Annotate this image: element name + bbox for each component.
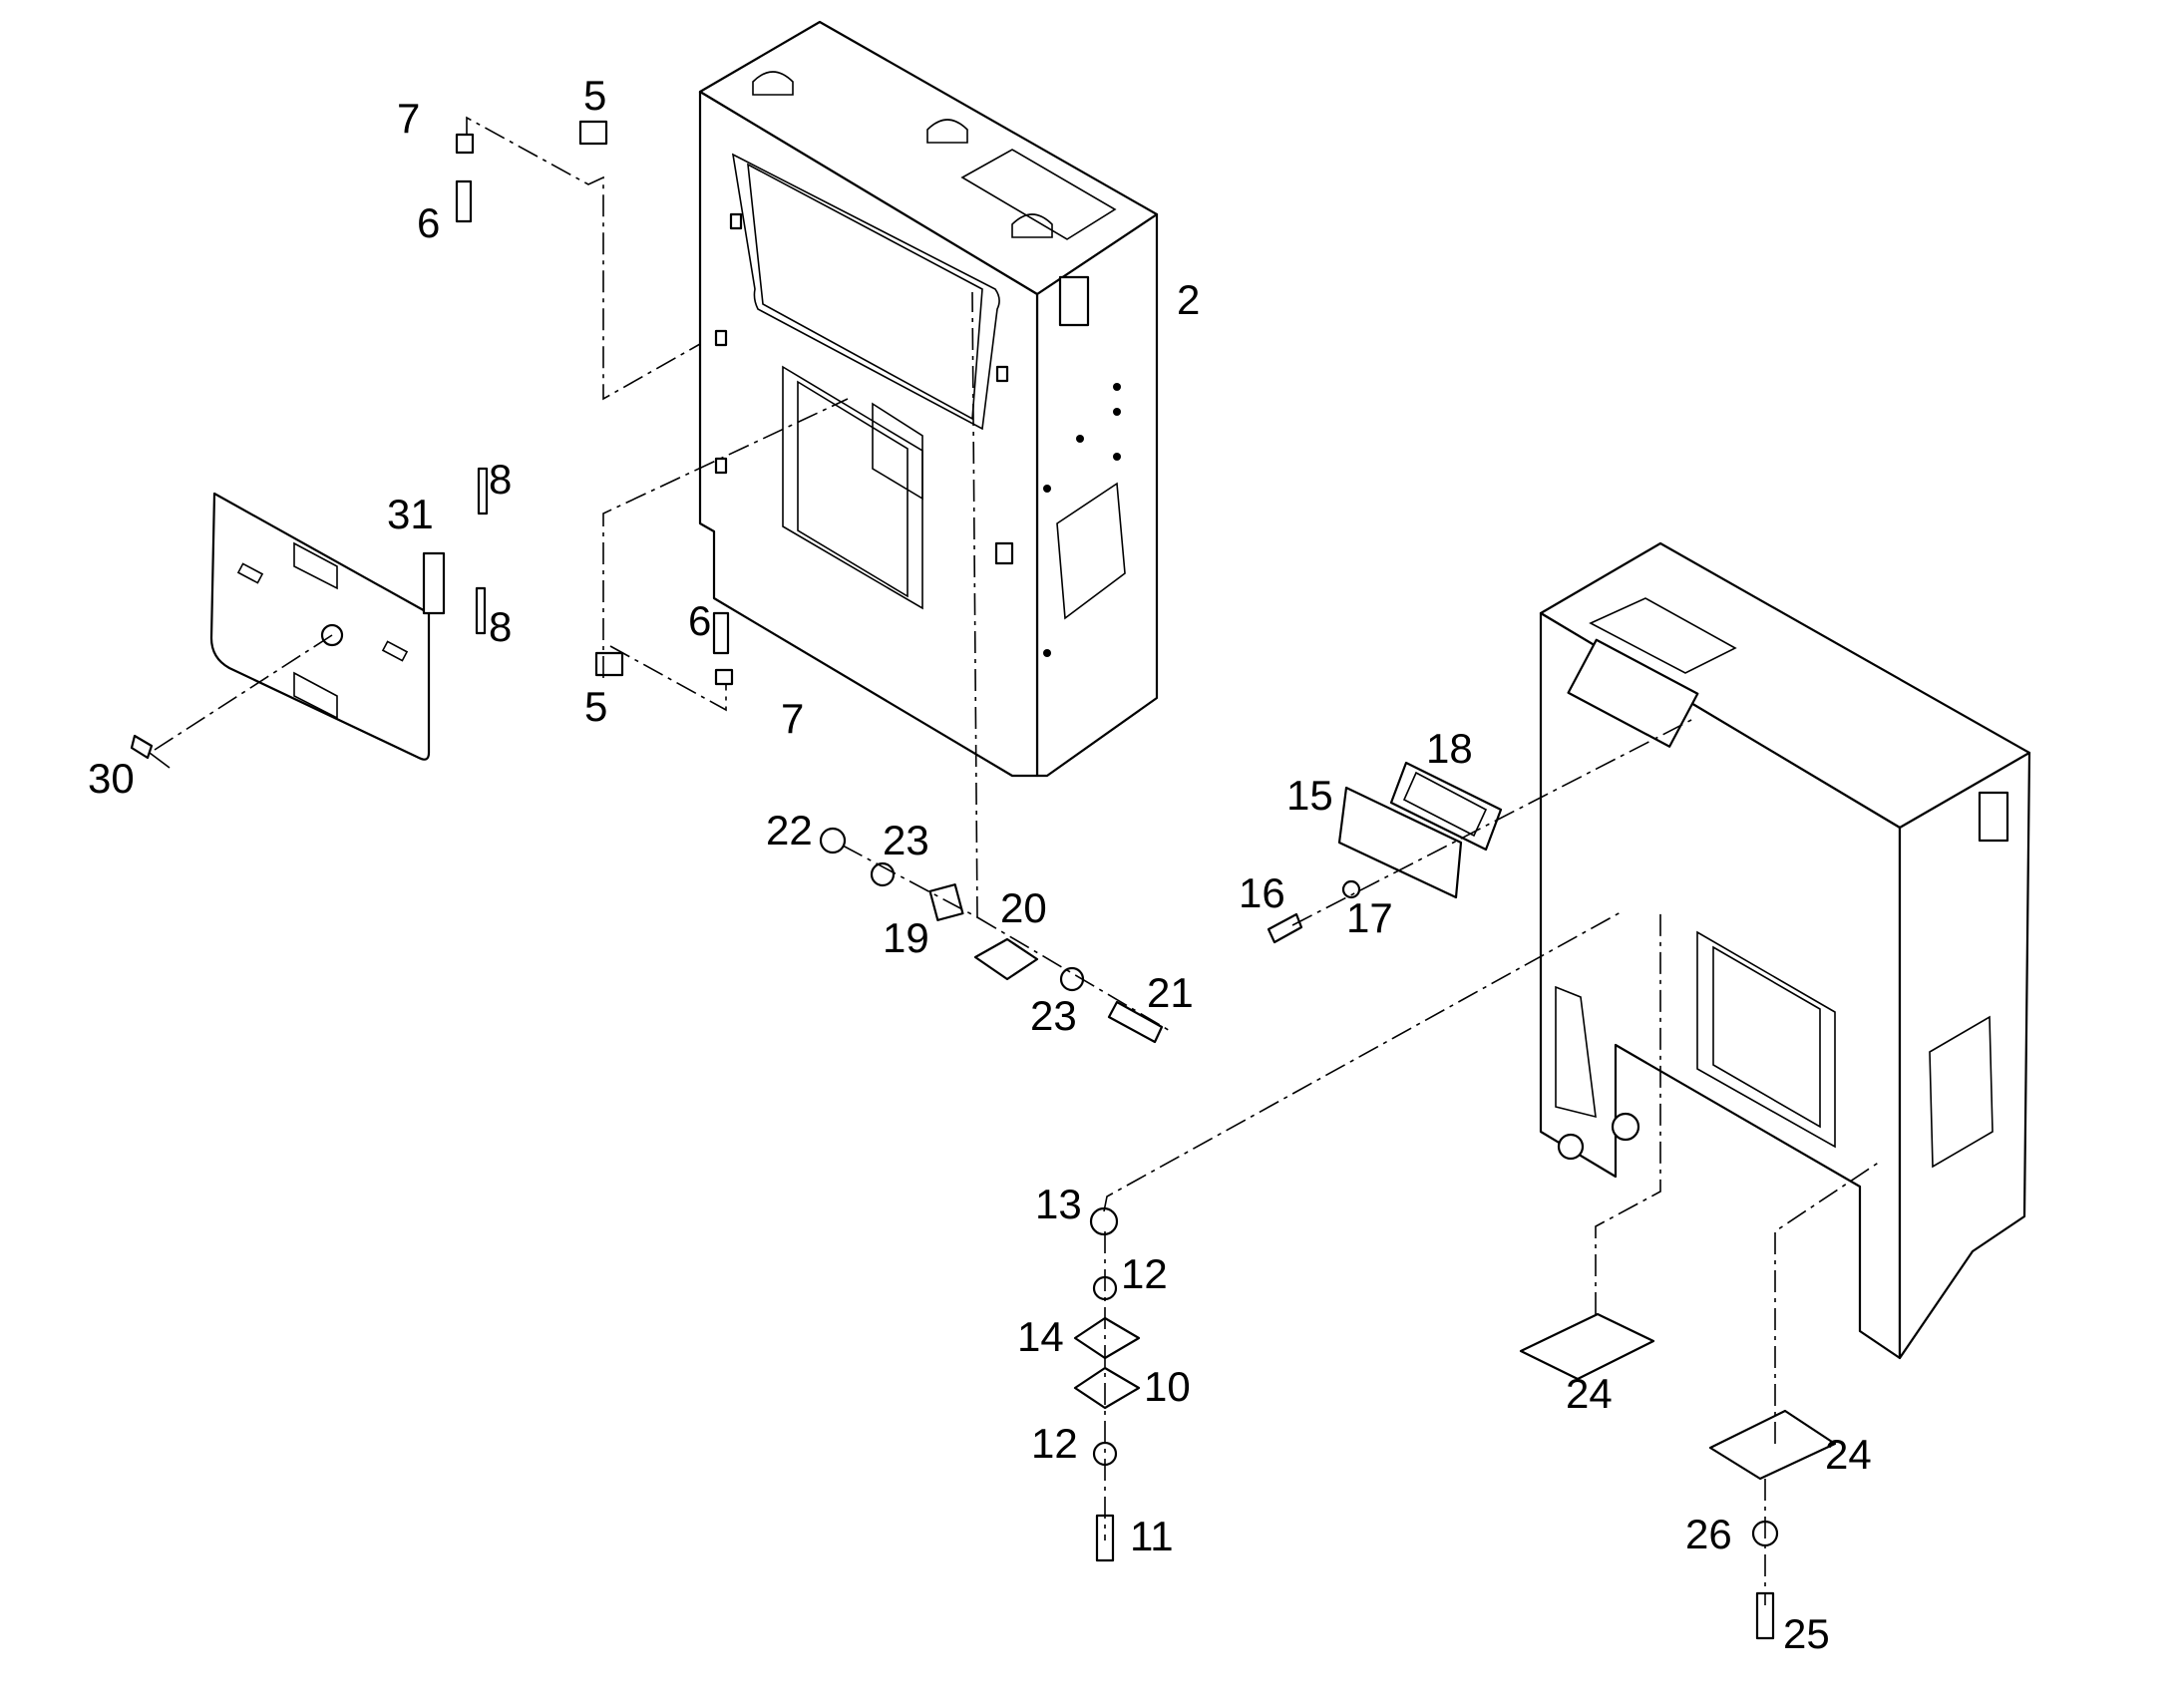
callout-17: 17	[1346, 894, 1393, 941]
part-5-bracket-lower	[594, 651, 624, 677]
callout-31: 31	[387, 491, 434, 537]
callout-10: 10	[1144, 1363, 1191, 1410]
callout-30: 30	[88, 755, 135, 802]
callout-25: 25	[1783, 1610, 1830, 1657]
part-23-lower	[1059, 966, 1085, 992]
part-6-bolt-lower	[712, 611, 730, 655]
callout-23-upper: 23	[883, 817, 929, 863]
bottom-covers	[1519, 1312, 1837, 1640]
lower-frame-assembly	[1539, 541, 2031, 1360]
part-17	[1341, 879, 1361, 899]
part-24-right	[1708, 1409, 1837, 1481]
callout-19: 19	[883, 914, 929, 961]
callout-24-right: 24	[1825, 1431, 1872, 1478]
part-6-bolt-upper	[455, 179, 473, 223]
part-20	[973, 937, 1039, 981]
part-15	[1337, 786, 1463, 899]
part-21	[1107, 1000, 1164, 1044]
part-13	[1089, 1206, 1119, 1236]
callout-15: 15	[1286, 772, 1333, 819]
callout-26: 26	[1685, 1511, 1732, 1557]
callout-6-upper: 6	[417, 199, 440, 246]
callout-21: 21	[1147, 969, 1194, 1016]
callout-5-lower: 5	[584, 683, 607, 730]
callout-20: 20	[1000, 884, 1047, 931]
part-19	[928, 883, 964, 921]
callout-12-lower: 12	[1031, 1420, 1078, 1467]
callout-22: 22	[766, 807, 813, 854]
part-7-washer-upper	[455, 133, 475, 155]
callout-6-lower: 6	[688, 597, 711, 644]
part-8-upper	[477, 467, 489, 515]
cover-plate-assembly	[130, 467, 489, 769]
callout-24-left: 24	[1566, 1370, 1613, 1417]
callout-14: 14	[1017, 1313, 1064, 1360]
callout-8-lower: 8	[489, 603, 512, 650]
callout-7-upper: 7	[397, 95, 420, 142]
part-10	[1073, 1366, 1141, 1410]
part-24-left	[1519, 1312, 1655, 1381]
callout-11: 11	[1130, 1513, 1174, 1559]
part-5-bracket-upper	[578, 120, 608, 146]
callout-23-lower: 23	[1030, 992, 1077, 1039]
callout-12-upper: 12	[1121, 1250, 1168, 1297]
callout-labels: 2 5 5 6 6 7 7 8 8 10 11 12 12 13 14 15 1…	[88, 72, 1872, 1657]
part-18	[1389, 761, 1503, 852]
access-cover-parts	[1267, 761, 1503, 944]
part-16	[1267, 912, 1303, 944]
part-22	[819, 827, 847, 854]
part-7-washer-lower	[714, 668, 734, 686]
part-8-lower	[475, 586, 487, 635]
part-14	[1073, 1316, 1141, 1360]
mount-stack	[1073, 1206, 1141, 1562]
callout-18: 18	[1426, 725, 1473, 772]
callout-2: 2	[1177, 276, 1200, 323]
upper-housing-part-2	[698, 20, 1159, 778]
callout-8-upper: 8	[489, 456, 512, 503]
callout-13: 13	[1035, 1181, 1082, 1227]
callout-16: 16	[1239, 869, 1285, 916]
callout-7-lower: 7	[781, 695, 804, 742]
hinge-hardware	[819, 827, 1164, 1044]
part-31	[422, 551, 446, 615]
part-30	[130, 734, 154, 760]
leader-lines	[154, 116, 1881, 1605]
callout-5-upper: 5	[583, 72, 606, 119]
